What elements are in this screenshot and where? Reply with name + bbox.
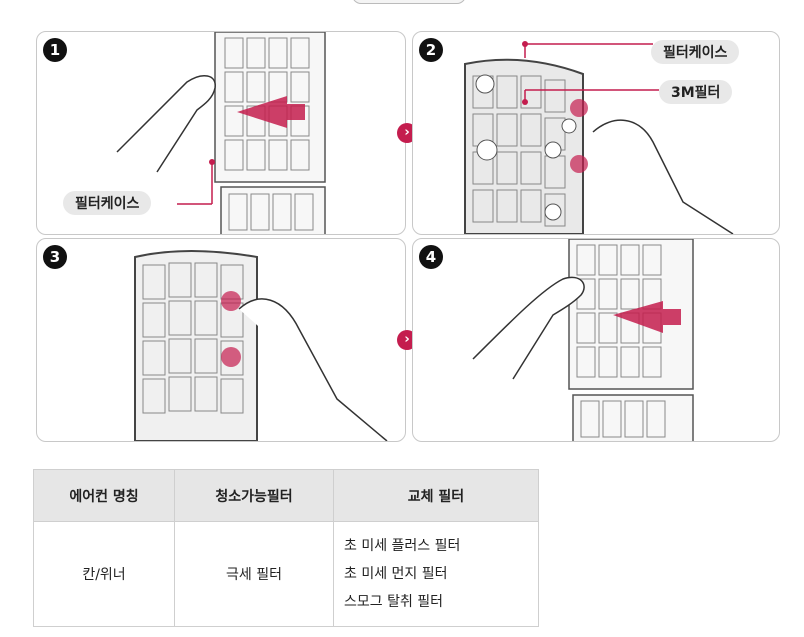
step-4-number: 4	[419, 245, 443, 269]
step-2-panel: 2 필터케이스 3M필터	[412, 31, 780, 235]
3m-filter-label: 3M필터	[659, 80, 733, 104]
step-4-illustration	[472, 239, 694, 441]
step-3-number: 3	[43, 245, 67, 269]
step-3-panel: 3	[36, 238, 406, 442]
column-header: 청소가능필터	[174, 469, 334, 522]
step-4-panel: 4	[412, 238, 780, 442]
replacement-filter-item: 스모그 탈취 필터	[344, 594, 444, 610]
replacement-filter-item: 초 미세 먼지 필터	[344, 566, 448, 582]
step-2-number: 2	[419, 38, 443, 62]
filter-spec-table: 에어컨 명칭 청소가능필터 교체 필터 칸/위너 극세 필터 초 미세 플러스 …	[33, 469, 539, 627]
step-1-illustration	[116, 32, 326, 234]
table-row: 칸/위너 극세 필터 초 미세 플러스 필터 초 미세 먼지 필터 스모그 탈취…	[33, 521, 539, 627]
replacement-filter-cell: 초 미세 플러스 필터 초 미세 먼지 필터 스모그 탈취 필터	[333, 521, 539, 627]
step-2-illustration	[464, 41, 734, 234]
step-1-panel: 1 필터케이스	[36, 31, 406, 235]
step-1-number: 1	[43, 38, 67, 62]
replacement-filter-item: 초 미세 플러스 필터	[344, 538, 461, 554]
aircon-name-cell: 칸/위너	[33, 521, 175, 627]
step-3-illustration	[134, 250, 388, 441]
top-tab-decoration	[352, 0, 466, 4]
table-header-row: 에어컨 명칭 청소가능필터 교체 필터	[33, 469, 539, 522]
filter-case-label: 필터케이스	[651, 40, 740, 64]
cleanable-filter-cell: 극세 필터	[174, 521, 334, 627]
column-header: 교체 필터	[333, 469, 539, 522]
filter-case-label: 필터케이스	[63, 191, 152, 215]
column-header: 에어컨 명칭	[33, 469, 175, 522]
